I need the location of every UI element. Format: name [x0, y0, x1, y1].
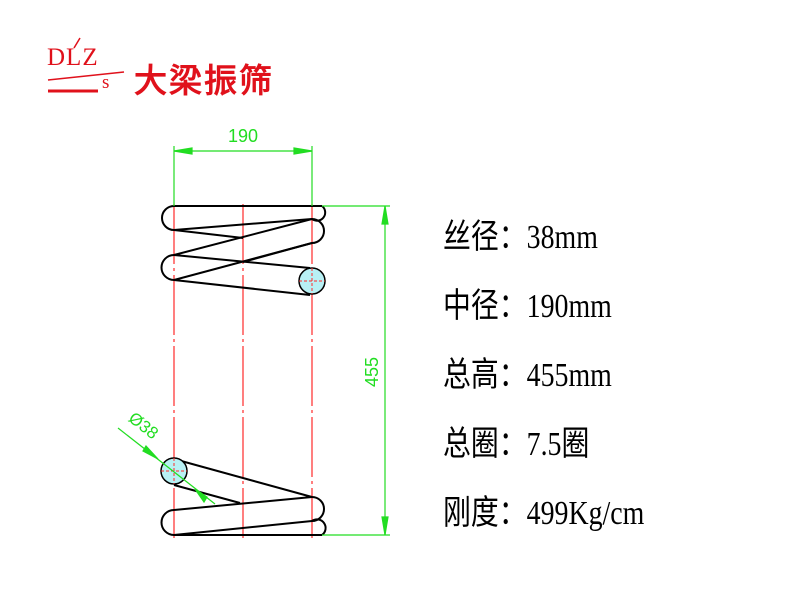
spec-separator: ：: [498, 288, 527, 325]
spec-label: 刚度: [443, 495, 499, 532]
spring-specs: 丝径：38mm 中径：190mm 总高：455mm 总圈：7.5圈 刚度：499…: [443, 208, 689, 553]
spec-value: 190mm: [526, 288, 612, 325]
spec-value: 38mm: [526, 219, 598, 256]
spec-label: 中径: [443, 288, 499, 325]
logo-mark-sub: s: [102, 72, 110, 93]
dimension-wire-diameter: Ø38: [117, 408, 216, 505]
spec-value: 455mm: [526, 357, 612, 394]
logo-mark-text: DLZ: [47, 44, 99, 71]
spec-stiffness: 刚度：499Kg/cm: [443, 484, 644, 553]
dimension-height: 455: [322, 205, 390, 536]
spring-bottom-coils: [160, 458, 327, 536]
spec-label: 丝径: [443, 219, 499, 256]
height-dimension-label: 455: [362, 357, 382, 387]
spec-mean-diameter: 中径：190mm: [443, 277, 644, 346]
spec-separator: ：: [498, 357, 527, 394]
company-logo: DLZ s 大梁振筛: [44, 36, 314, 106]
wire-section-top: [298, 267, 326, 295]
spec-label: 总高: [443, 357, 499, 394]
spec-label: 总圈: [443, 426, 499, 463]
spec-wire-diameter: 丝径：38mm: [443, 208, 644, 277]
spec-value: 499Kg/cm: [526, 495, 645, 532]
spring-drawing: 190 455 Ø38: [117, 126, 390, 538]
spring-top-coils: [160, 205, 327, 296]
spec-separator: ：: [498, 495, 527, 532]
company-name: 大梁振筛: [134, 61, 274, 100]
wire-section-bottom: [160, 457, 188, 485]
dimension-width: 190: [173, 126, 313, 206]
width-dimension-label: 190: [228, 126, 258, 146]
spec-value: 7.5圈: [526, 426, 590, 463]
spec-total-height: 总高：455mm: [443, 346, 644, 415]
spec-separator: ：: [498, 426, 527, 463]
logo-mark-lines: [47, 37, 125, 93]
spec-separator: ：: [498, 219, 527, 256]
spec-total-coils: 总圈：7.5圈: [443, 415, 644, 484]
